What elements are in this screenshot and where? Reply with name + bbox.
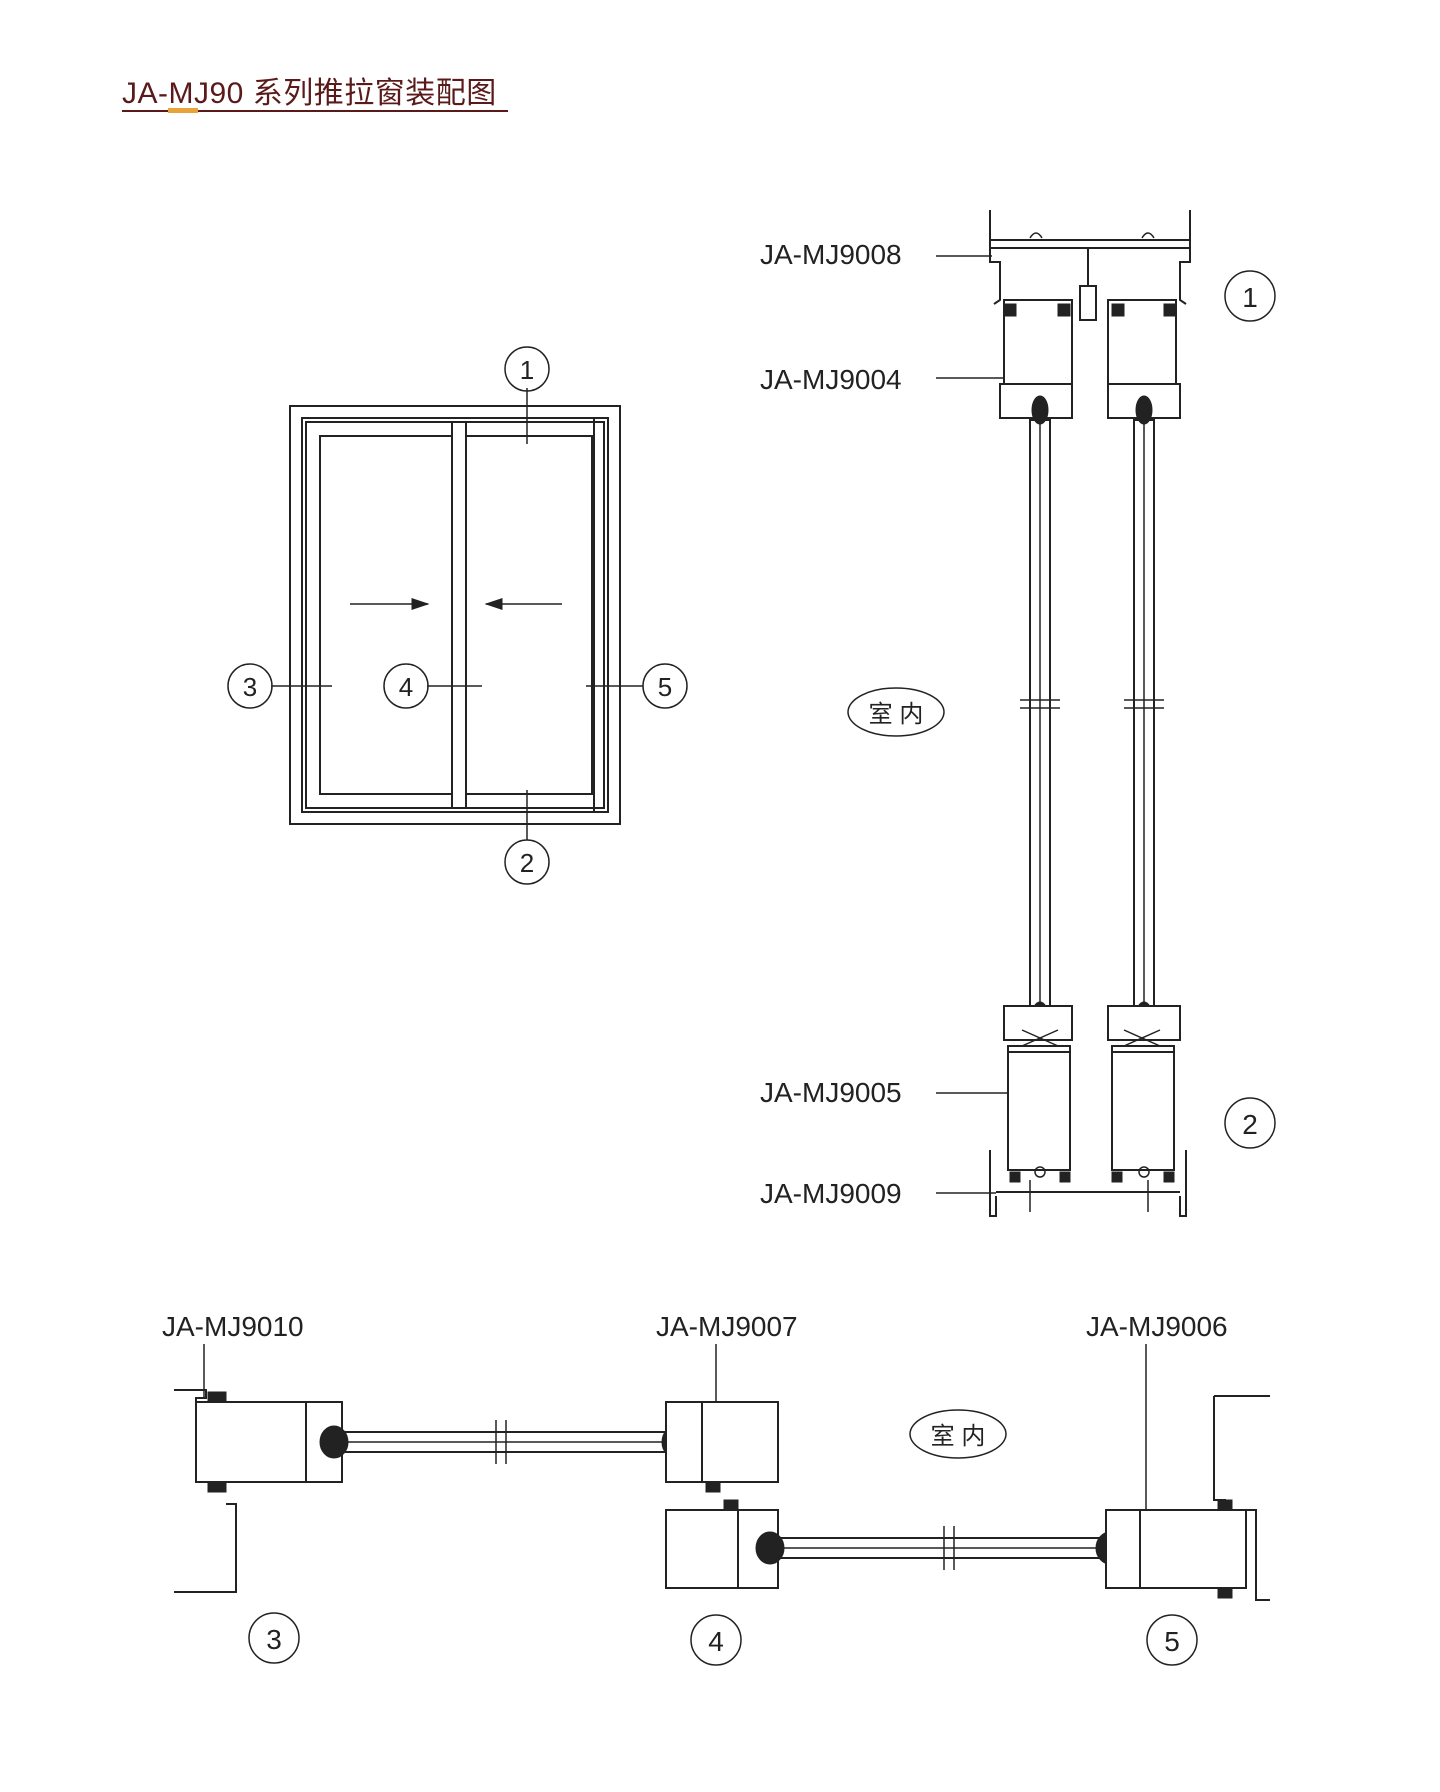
svg-text:4: 4 bbox=[399, 672, 413, 702]
svg-text:JA-MJ9006: JA-MJ9006 bbox=[1086, 1311, 1228, 1342]
vertical-section bbox=[989, 210, 1191, 1217]
marker-4-elevation: 4 bbox=[383, 663, 429, 709]
svg-text:JA-MJ9010: JA-MJ9010 bbox=[162, 1311, 304, 1342]
marker-5-elevation: 5 bbox=[642, 663, 688, 709]
marker-2-elevation: 2 bbox=[504, 839, 550, 885]
marker-2-section: 2 bbox=[1224, 1097, 1276, 1149]
label-right-sash: JA-MJ9006 bbox=[1086, 1311, 1228, 1510]
label-bottom-sash: JA-MJ9005 bbox=[760, 1077, 1008, 1108]
label-top-frame: JA-MJ9008 bbox=[760, 239, 992, 270]
svg-text:2: 2 bbox=[1242, 1109, 1258, 1140]
svg-text:室 内: 室 内 bbox=[931, 1423, 986, 1450]
title-underline bbox=[122, 110, 508, 112]
marker-3-elevation: 3 bbox=[227, 663, 273, 709]
indoor-label-horizontal: 室 内 bbox=[909, 1409, 1007, 1459]
svg-text:3: 3 bbox=[266, 1624, 282, 1655]
label-left-frame: JA-MJ9010 bbox=[162, 1311, 304, 1398]
svg-text:1: 1 bbox=[1242, 282, 1258, 313]
label-interlock: JA-MJ9007 bbox=[656, 1311, 798, 1402]
svg-text:JA-MJ9008: JA-MJ9008 bbox=[760, 239, 902, 270]
svg-text:JA-MJ9005: JA-MJ9005 bbox=[760, 1077, 902, 1108]
window-elevation bbox=[271, 388, 643, 840]
svg-text:JA-MJ9004: JA-MJ9004 bbox=[760, 364, 902, 395]
svg-text:2: 2 bbox=[520, 848, 534, 878]
horizontal-section bbox=[174, 1389, 1270, 1601]
marker-3-section: 3 bbox=[248, 1612, 300, 1664]
svg-text:1: 1 bbox=[520, 355, 534, 385]
marker-1-elevation: 1 bbox=[504, 346, 550, 392]
marker-1-section: 1 bbox=[1224, 270, 1276, 322]
page-title: JA-MJ90 系列推拉窗装配图 bbox=[122, 77, 497, 110]
marker-5-section: 5 bbox=[1146, 1614, 1198, 1666]
svg-text:4: 4 bbox=[708, 1626, 724, 1657]
svg-text:JA-MJ9007: JA-MJ9007 bbox=[656, 1311, 798, 1342]
svg-text:室 内: 室 内 bbox=[869, 701, 924, 728]
svg-text:3: 3 bbox=[243, 672, 257, 702]
label-top-sash: JA-MJ9004 bbox=[760, 364, 1004, 395]
marker-4-section: 4 bbox=[690, 1614, 742, 1666]
title-accent bbox=[168, 108, 198, 113]
svg-text:5: 5 bbox=[1164, 1626, 1180, 1657]
svg-text:5: 5 bbox=[658, 672, 672, 702]
indoor-label-vertical: 室 内 bbox=[847, 687, 945, 737]
label-bottom-frame: JA-MJ9009 bbox=[760, 1178, 996, 1209]
svg-text:JA-MJ9009: JA-MJ9009 bbox=[760, 1178, 902, 1209]
